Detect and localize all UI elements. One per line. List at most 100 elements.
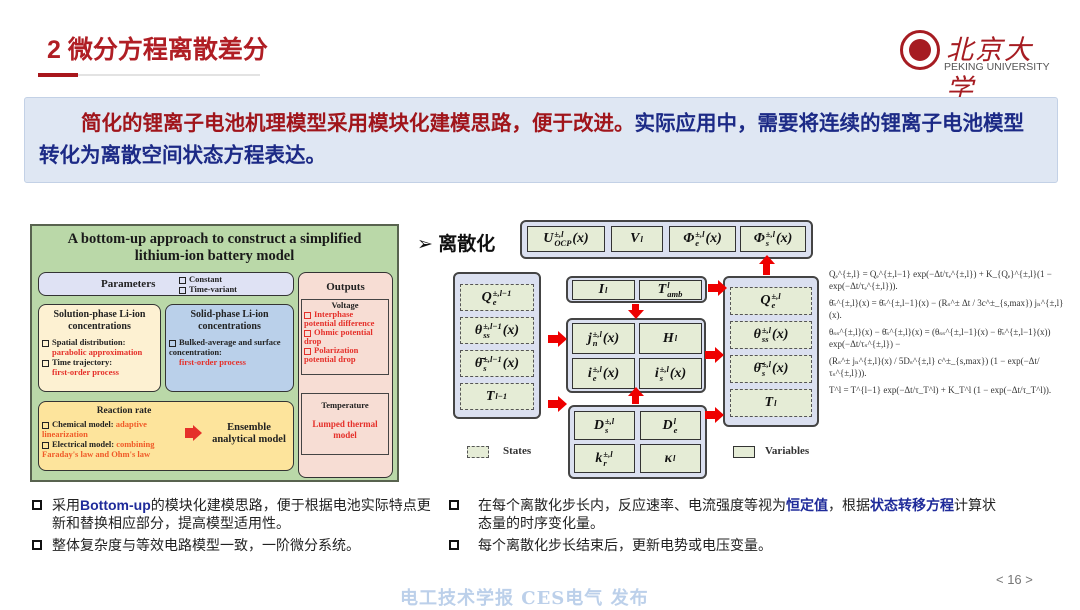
arrow-head-icon [628,310,644,319]
bullet-text: 在每个离散化步长内，反应速率、电流强度等视为 [478,497,786,513]
page-title: 2 微分方程离散差分 [47,36,268,64]
bullet-square-icon [32,500,42,510]
var-sup: ±,l−1 [483,353,502,364]
solid-phase-box: Solid-phase Li-ion concentrations Bulked… [165,304,294,392]
time-variant-label: Time-variant [189,284,238,294]
solution-phase-box: Solution-phase Li-ion concentrations Spa… [38,304,161,392]
bottom-up-figure: A bottom-up approach to construct a simp… [30,224,399,482]
var-sub: e [695,238,700,248]
var-symbol: θ̄ [474,355,483,371]
arrow-icon [708,284,718,292]
arrow-head-icon [558,396,567,412]
voltage-item: Polarization potential drop [304,345,359,364]
intro-box: 简化的锂离子电池机理模型采用模块化建模思路，便于改进。实际应用中，需要将连续的锂… [24,97,1058,183]
var-arg: (x) [572,231,589,246]
arrow-icon [632,395,639,404]
var-sup: l [640,233,643,244]
arrow-icon [632,304,639,311]
var-sup: ±,l [765,229,775,239]
bullet-right-2: 每个离散化步长结束后，更新电势或电压变量。 [449,536,1009,554]
constant-label: Constant [189,274,223,284]
var-sub: r [603,457,607,468]
rr-item: Chemical model: [52,419,114,429]
var-symbol: i [654,365,659,381]
legend-variables-icon [733,446,755,458]
var-arg: (x) [502,322,520,338]
var-sup: l [774,397,777,408]
var-arg: (x) [775,231,793,246]
rr-item-value: adaptive linearization [42,419,147,439]
solid-item-value: first-order process [179,357,246,367]
equation: θ̄ₛ^{±,l}(x) = θ̄ₛ^{±,l−1}(x) − (Rₛ^± Δt… [829,298,1064,320]
solid-item: Bulked-average and surface concentration… [169,337,281,357]
figure-title-2: lithium-ion battery model [134,248,295,264]
voltage-item: Ohmic potential drop [304,327,373,346]
equation: (Rₛ^± jₙ^{±,l}(x) / 5Dₛ^{±,l} c^±_{s,max… [829,356,1040,378]
bullet-highlight: 状态转移方程 [870,497,954,513]
var-symbol: I [598,282,605,297]
outputs-box: Outputs Voltage Interphase potential dif… [298,272,393,478]
var-sub: s [659,372,664,383]
var-sub: e [592,372,597,383]
var-sup: l [673,453,676,463]
var-sub: n [592,337,598,348]
watermark: 电工技术学报 CES电气 发布 [400,588,649,609]
var-arg: (x) [772,361,789,376]
var-sup: l [674,333,678,343]
var-sup: ±,l [761,325,772,335]
var-symbol: H [662,330,674,346]
bullet-text: 的模块化建模思路，便于根据电池实际特点更新和替换相应部分，提高模型适用性。 [52,497,431,531]
temperature-model: Lumped thermal model [312,419,378,440]
title-divider [38,74,260,76]
var-sub: e [492,296,497,307]
var-arg: (x) [705,231,722,246]
arrow-head-icon [715,407,724,423]
var-sup: l [673,415,677,426]
bullet-text: 每个离散化步长结束后，更新电势或电压变量。 [478,537,772,553]
sol-item-value: parabolic approximation [52,347,143,357]
var-sup: ±,l [771,291,781,301]
var-symbol: V [630,231,640,246]
var-arg: (x) [772,327,789,342]
bullet-left-2: 整体复杂度与等效电路模型一致，一阶微分系统。 [32,536,432,554]
var-sub: s [483,362,487,373]
bullet-square-icon [449,540,459,550]
bullet-left-1: 采用Bottom-up的模块化建模思路，便于根据电池实际特点更新和替换相应部分，… [32,496,432,532]
var-symbol: θ [753,327,761,342]
var-sup: l [605,284,608,295]
var-symbol: j [587,330,592,346]
sol-item: Time trajectory: [52,357,113,367]
legend-states-icon [467,446,489,458]
legend-variables-label: Variables [765,445,810,457]
solution-phase-title: Solution-phase Li-ion concentrations [53,309,146,332]
discretization-heading: ➢ 离散化 [417,234,496,255]
intro-blue: 实际应用中，需要将连续的锂离子电池模型转化为离散空间状态方程表达。 [39,112,1024,167]
equations: Qₑ^{±,l} = Qₑ^{±,l−1} exp(−Δt/τₑ^{±,l}) … [829,268,1075,401]
page-number: < 16 > [996,572,1033,587]
arrow-icon [185,428,193,438]
var-sup: ±,l−1 [483,320,502,331]
var-sub: amb [667,289,683,299]
title-accent [38,73,78,77]
arrow-head-icon [193,425,202,441]
equation: Qₑ^{±,l} = Qₑ^{±,l−1} exp(−Δt/τₑ^{±,l}) … [829,269,1052,291]
var-sub: s [765,238,770,248]
arrow-head-icon [628,387,644,396]
bullet-text: 计算状态量的时序变化量。 [478,497,996,531]
var-sup: ±,l−1 [492,287,512,298]
bullet-text: ，根据 [828,497,870,513]
var-sub: e [673,424,678,435]
